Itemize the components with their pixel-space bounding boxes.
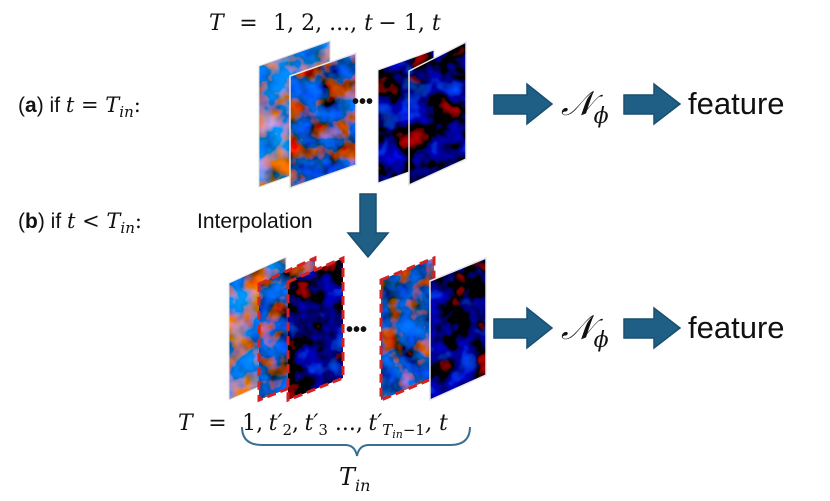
svg-text:T = 1, t′2,: T = 1, t′2, t′3 ..., t′Tin−1, t	[178, 410, 448, 441]
network-symbol-a: 𝒩ϕ	[561, 84, 609, 129]
frame-b-4	[381, 258, 434, 400]
tin-brace	[241, 426, 471, 457]
case-a-label: (a) if t = Tin:	[18, 93, 141, 121]
top-eq: =	[239, 11, 257, 36]
frame-b-3	[288, 258, 343, 400]
top-time-axis: T = 1, 2, ..., t − 1, t	[209, 10, 441, 36]
svg-text:(b) if t < Tin:: (b) if t < Tin:	[18, 209, 142, 237]
case-b-bold: b	[25, 210, 38, 233]
frame-stack-a	[258, 40, 467, 190]
arrow-b-to-network	[493, 306, 554, 350]
bottom-tin: t′	[368, 411, 382, 436]
bottom-t3: t′	[305, 411, 319, 436]
arrow-a-to-network	[493, 82, 554, 126]
top-minus-one: − 1,	[378, 11, 431, 36]
bottom-eq: =	[208, 411, 226, 436]
feature-label-a: feature	[688, 86, 785, 121]
svg-text:(a) if t = Tin:: (a) if t = Tin:	[18, 93, 141, 121]
feature-label-b: feature	[688, 310, 785, 345]
ellipsis-b: •••	[346, 319, 367, 341]
frame-a-2	[290, 53, 356, 188]
top-t-minus: t	[364, 11, 373, 36]
network-symbol-b: 𝒩ϕ	[561, 308, 609, 353]
interpolation-label: Interpolation	[197, 210, 313, 233]
case-b-label: (b) if t < Tin:	[18, 209, 142, 237]
svg-text:T = 1, 2, ...,: T = 1, 2, ..., t − 1, t	[209, 10, 441, 36]
top-t-end: t	[432, 11, 441, 36]
bottom-time-axis: T = 1, t′2, t′3 ..., t′Tin−1, t	[178, 410, 448, 441]
top-seq: 1, 2, ...,	[273, 11, 364, 36]
top-T: T	[209, 11, 226, 36]
case-a-bold: a	[25, 94, 37, 117]
brace-label: Tin	[339, 463, 370, 495]
interpolation-arrow	[346, 193, 390, 259]
frame-stack-b	[228, 255, 487, 403]
frame-b-5	[430, 258, 486, 400]
arrow-a-to-feature	[623, 82, 682, 126]
bottom-t2: t′	[269, 411, 283, 436]
arrow-b-to-feature	[623, 306, 682, 350]
bottom-one: 1,	[242, 411, 263, 436]
bottom-T: T	[178, 411, 195, 436]
ellipsis-a: •••	[352, 91, 373, 113]
